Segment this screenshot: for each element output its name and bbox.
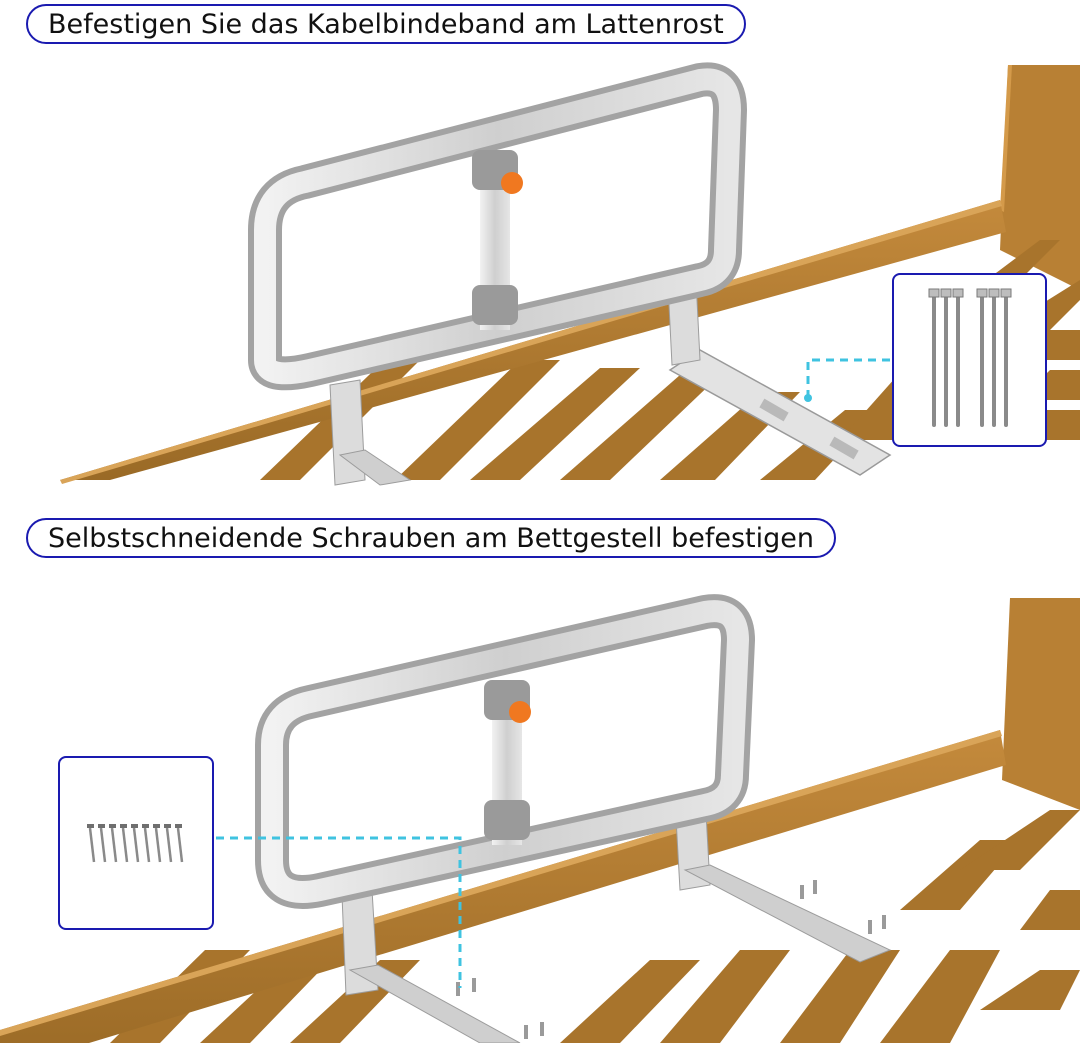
leader-line bbox=[806, 358, 928, 398]
headboard bbox=[1002, 598, 1080, 810]
step-2-panel: Selbstschneidende Schrauben am Bettgeste… bbox=[0, 510, 1080, 1043]
bed-rail-frame bbox=[248, 62, 747, 391]
step-2-caption: Selbstschneidende Schrauben am Bettgeste… bbox=[26, 518, 837, 558]
step-1-caption: Befestigen Sie das Kabelbindeband am Lat… bbox=[26, 4, 746, 44]
screws-inset bbox=[58, 756, 214, 930]
bed-side-rail bbox=[0, 730, 1006, 1043]
bed-rail-frame bbox=[255, 594, 755, 909]
headboard bbox=[1000, 65, 1080, 290]
orange-release-button-icon bbox=[501, 172, 523, 194]
cable-ties-inset bbox=[892, 273, 1047, 447]
screws-installed bbox=[456, 880, 886, 1039]
bed-side-rail bbox=[60, 200, 1006, 484]
self-tapping-screw-icon bbox=[87, 824, 184, 863]
orange-release-button-icon bbox=[509, 701, 531, 723]
leader-line bbox=[188, 836, 462, 988]
step-1-panel: Befestigen Sie das Kabelbindeband am Lat… bbox=[0, 0, 1080, 500]
step-2-illustration bbox=[0, 594, 1080, 1043]
mounting-strap bbox=[668, 349, 892, 476]
mounting-bracket-left bbox=[341, 889, 521, 1043]
step-1-illustration bbox=[60, 62, 1080, 486]
mounting-bracket-left bbox=[329, 379, 412, 486]
cable-tie-icon bbox=[928, 288, 1012, 427]
